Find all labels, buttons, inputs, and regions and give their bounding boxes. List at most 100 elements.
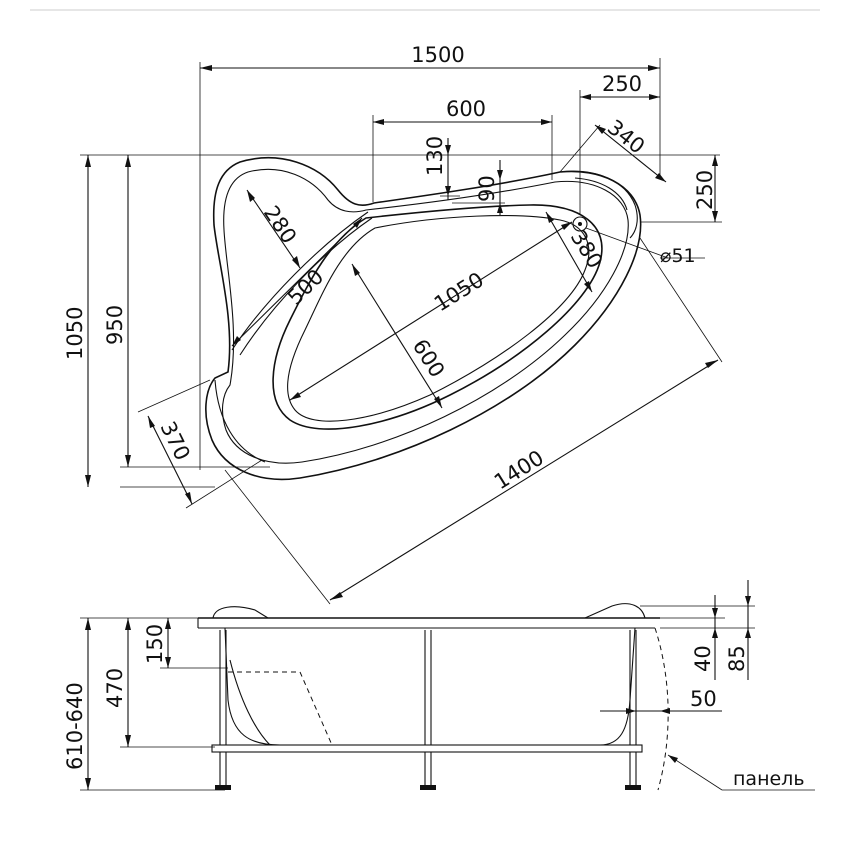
label-85: 85: [725, 645, 749, 672]
arrow: [165, 618, 171, 629]
arrow: [745, 596, 751, 606]
label-250-height: 250: [693, 170, 717, 210]
corner-seat-right: [559, 170, 638, 239]
basin-outline: [272, 204, 603, 430]
dim-line-380: [545, 211, 593, 293]
label-1050-depth: 1050: [63, 307, 87, 360]
right-headrest-profile: [584, 603, 646, 619]
label-diameter-51: ⌀51: [660, 245, 696, 267]
top-view-dimensions: 1500 250 600 130 90 340: [63, 43, 723, 605]
label-1400: 1400: [490, 446, 548, 495]
foot-left: [215, 785, 231, 790]
arrow: [165, 657, 171, 668]
label-500: 500: [283, 264, 329, 309]
arrow: [148, 416, 155, 428]
panel-outline-dashed: [654, 627, 669, 791]
label-950: 950: [103, 305, 127, 345]
arrow: [185, 492, 192, 504]
inner-profile-dashed: [228, 671, 333, 746]
headrest-line-2: [239, 217, 373, 356]
arrow: [655, 173, 666, 182]
arrow: [626, 708, 636, 714]
arrow: [373, 119, 384, 125]
side-view-dimensions: 610-640 470 150 40 85 50 панель: [63, 580, 815, 791]
dim-line-370: [147, 415, 193, 505]
arrow: [712, 155, 718, 166]
corner-seat-right-inner: [574, 177, 628, 211]
dim-line-1050-diag: [289, 221, 573, 401]
label-610-640: 610-640: [63, 682, 87, 770]
arrow: [353, 218, 362, 228]
left-lip: [214, 379, 266, 463]
arrow: [85, 475, 91, 487]
arrow: [660, 708, 670, 714]
tub-body: [224, 627, 636, 746]
arrow: [434, 396, 442, 408]
label-40: 40: [691, 645, 715, 672]
arrow: [200, 65, 212, 71]
tub-inner-rim: [221, 168, 629, 464]
tub-outer-contour: [205, 157, 642, 481]
arrow: [584, 281, 592, 292]
dim-line-500: [231, 217, 363, 347]
ext-370-b: [185, 459, 263, 509]
label-600-basin: 600: [408, 335, 450, 382]
label-340: 340: [603, 115, 649, 159]
ext-1400-left: [224, 469, 331, 605]
arrow: [561, 222, 572, 230]
arrow: [712, 608, 718, 618]
label-600-inner: 600: [446, 97, 486, 121]
label-1500: 1500: [411, 43, 464, 67]
arrow: [85, 778, 91, 790]
arrow: [292, 256, 300, 268]
arrow: [125, 155, 131, 167]
arrow: [445, 186, 451, 196]
ext-370-a: [137, 379, 211, 413]
arrow: [541, 119, 552, 125]
arrow: [705, 360, 718, 368]
arrow: [352, 264, 360, 276]
label-150: 150: [143, 624, 167, 664]
side-view: [197, 603, 669, 791]
drain-center: [578, 222, 582, 226]
label-130: 130: [423, 136, 447, 176]
inner-curve: [229, 659, 271, 746]
arrow: [290, 392, 301, 400]
dim-line-280: [246, 189, 301, 269]
arrow: [668, 755, 678, 763]
label-250-width: 250: [602, 72, 642, 96]
frame-base-rail: [211, 744, 643, 753]
panel-label: панель: [733, 768, 805, 790]
arrow: [580, 94, 591, 100]
label-380: 380: [566, 226, 608, 273]
arrow: [745, 628, 751, 638]
dim-line-600-basin: [351, 263, 443, 409]
arrow: [497, 203, 503, 213]
leader-51: [585, 227, 669, 259]
arrow: [712, 628, 718, 638]
arrow: [546, 212, 554, 223]
label-50: 50: [690, 687, 717, 711]
dim-line-1400: [329, 359, 719, 601]
headrest-line-1: [231, 211, 369, 351]
ext-340: [559, 124, 601, 173]
drain-circle: [572, 216, 588, 232]
arrow: [247, 190, 255, 202]
arrow: [232, 336, 241, 346]
arrow: [125, 735, 131, 747]
arrow: [85, 618, 91, 630]
arrow: [125, 618, 131, 630]
ext-1400-right: [639, 237, 723, 363]
label-1050-diagonal: 1050: [430, 268, 488, 317]
panel-leader: [667, 754, 723, 791]
arrow: [497, 170, 503, 180]
arrow: [648, 65, 660, 71]
label-90: 90: [475, 175, 499, 202]
arrow: [445, 145, 451, 155]
top-view: [205, 157, 642, 481]
arrow: [330, 592, 343, 600]
label-470: 470: [103, 668, 127, 708]
label-280: 280: [259, 201, 301, 248]
label-370: 370: [156, 418, 195, 465]
